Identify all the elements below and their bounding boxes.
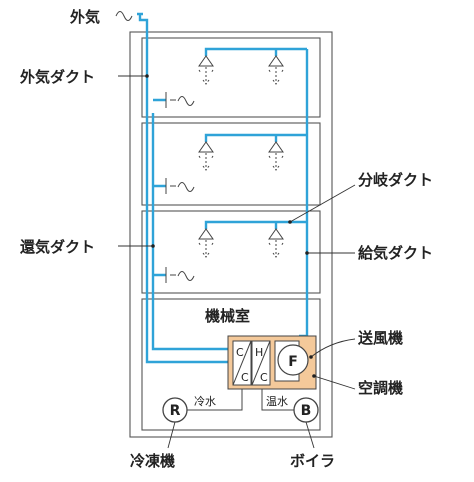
fan-icon [277,344,309,376]
cold-water-pipe [187,389,243,411]
diffuser-icon [268,141,284,171]
floor-2 [141,122,321,206]
outside-air-duct-label: 外気ダクト [19,68,95,86]
outside-air-label: 外気 [69,8,100,26]
floor-3 [141,37,321,118]
diffuser-icon [268,55,284,85]
heating-coil-top-label: H [255,346,263,359]
return-duct [151,113,228,351]
labels: 外気 外気ダクト 分岐ダクト 還気ダクト 給気ダクト 機械室 送風機 空調機 冷… [19,8,433,470]
supply-duct-label: 給気ダクト [358,244,433,262]
chiller-label: 冷凍機 [130,452,175,470]
air-handler-label: 空調機 [358,379,403,397]
chiller-symbol: R [170,403,181,419]
return-grilles [165,92,195,283]
air-handler: C C H C F [227,335,317,390]
diffuser-icon [198,141,214,171]
hot-water-pipe [261,389,294,411]
leader-lines [118,74,356,449]
branch-duct-floor-3 [204,47,307,56]
outside-air-inlet [115,11,133,21]
outside-air-duct [137,12,228,364]
building [129,31,333,438]
diffuser-icon [268,228,284,258]
cooling-coil-bottom-label: C [241,371,249,384]
hot-water-label: 温水 [266,395,288,408]
branch-duct-floor-1 [204,220,307,229]
diffuser-icon [198,228,214,258]
floor-1 [141,210,321,294]
fan-symbol: F [288,354,298,370]
diffusers [198,55,284,258]
outside-air-wave-icon [115,11,133,21]
branch-duct-label: 分岐ダクト [358,171,433,189]
return-branches [153,98,166,277]
boiler-symbol: B [301,403,312,419]
machine-room-label: 機械室 [205,307,250,325]
cooling-coil-top-label: C [236,346,244,359]
return-grille-icon [165,92,195,108]
heating-coil-bottom-label: C [260,371,268,384]
return-grille-icon [165,267,195,283]
boiler-label: ボイラ [290,452,335,470]
building-outer-wall [129,31,333,438]
branch-duct-floor-2 [204,133,307,142]
return-duct-label: 還気ダクト [20,238,95,256]
diffuser-icon [198,55,214,85]
heat-sources: R B 冷水 温水 [162,389,319,423]
blower-label: 送風機 [357,329,403,347]
cold-water-label: 冷水 [194,395,216,408]
machine-room [141,298,321,431]
return-grille-icon [165,178,195,194]
